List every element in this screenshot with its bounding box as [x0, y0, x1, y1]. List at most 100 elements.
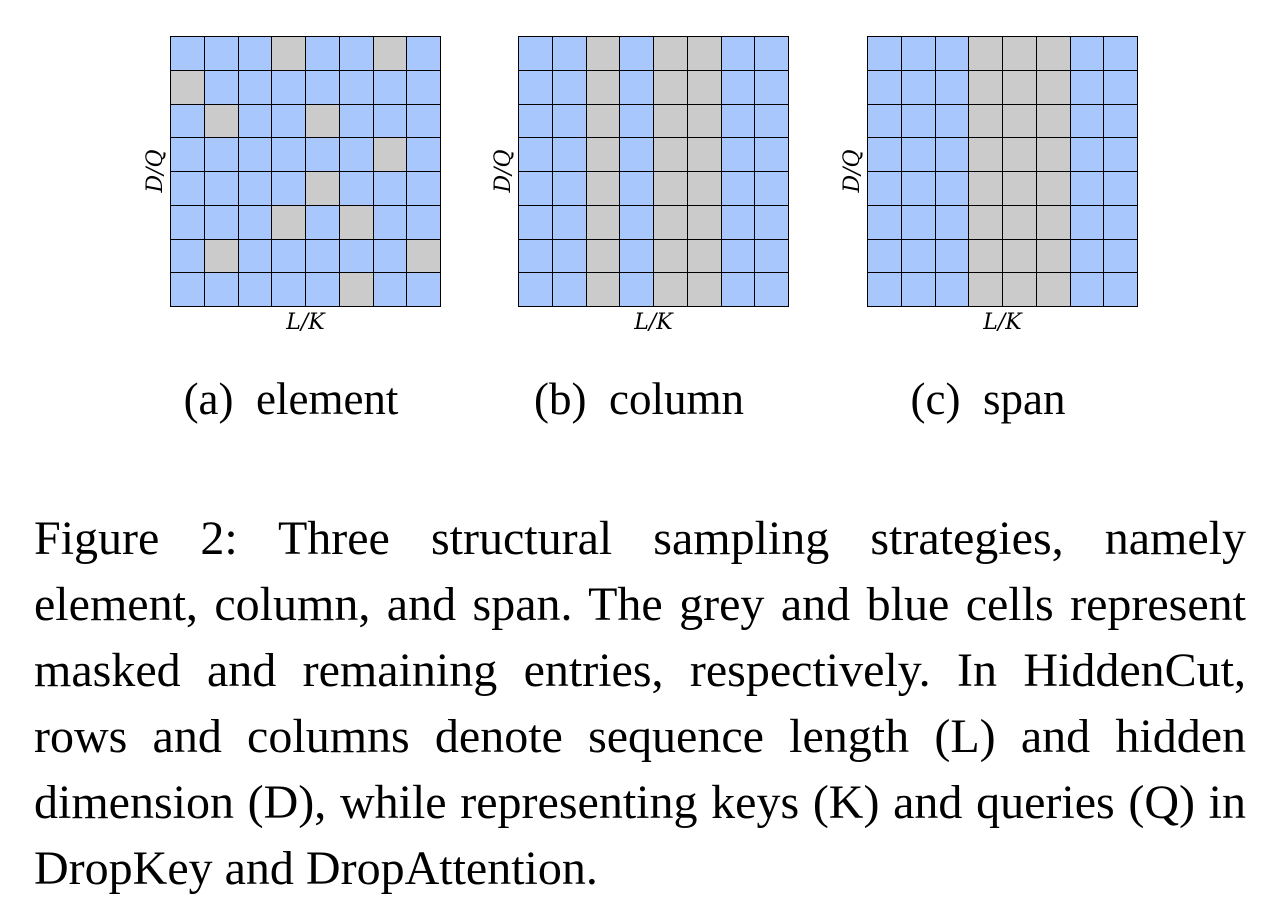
remaining-cell: [171, 138, 205, 172]
remaining-cell: [1070, 273, 1105, 307]
remaining-cell: [238, 172, 273, 206]
remaining-cell: [339, 138, 374, 172]
remaining-cell: [204, 172, 239, 206]
remaining-cell: [721, 70, 756, 105]
remaining-cell: [171, 37, 205, 71]
remaining-cell: [552, 37, 587, 71]
remaining-cell: [238, 239, 273, 274]
remaining-cell: [552, 104, 587, 139]
masked-cell: [407, 239, 441, 274]
remaining-cell: [1104, 172, 1138, 206]
remaining-cell: [935, 172, 970, 206]
remaining-cell: [620, 70, 654, 105]
masked-cell: [586, 239, 621, 274]
remaining-cell: [204, 138, 239, 172]
remaining-cell: [339, 104, 374, 139]
masked-cell: [339, 273, 374, 307]
remaining-cell: [868, 70, 902, 105]
remaining-cell: [1070, 138, 1105, 172]
masked-cell: [586, 172, 621, 206]
remaining-cell: [407, 172, 441, 206]
remaining-cell: [272, 70, 306, 105]
remaining-cell: [620, 172, 654, 206]
remaining-cell: [1070, 70, 1105, 105]
remaining-cell: [755, 138, 789, 172]
remaining-cell: [373, 205, 408, 240]
remaining-cell: [755, 205, 789, 240]
masked-cell: [654, 239, 688, 274]
remaining-cell: [901, 205, 936, 240]
remaining-cell: [620, 273, 654, 307]
masked-cell: [204, 239, 239, 274]
masked-cell: [1036, 273, 1071, 307]
remaining-cell: [868, 205, 902, 240]
xlabel-column: L/K: [634, 310, 673, 335]
remaining-cell: [373, 172, 408, 206]
remaining-cell: [721, 138, 756, 172]
masked-cell: [1003, 205, 1037, 240]
remaining-cell: [306, 273, 340, 307]
remaining-cell: [519, 104, 553, 139]
masked-cell: [306, 104, 340, 139]
masked-cell: [306, 172, 340, 206]
remaining-cell: [373, 239, 408, 274]
remaining-cell: [171, 104, 205, 139]
remaining-cell: [935, 37, 970, 71]
remaining-cell: [721, 239, 756, 274]
masked-cell: [1036, 70, 1071, 105]
masked-cell: [969, 70, 1003, 105]
remaining-cell: [373, 273, 408, 307]
masked-cell: [687, 37, 722, 71]
masked-cell: [654, 70, 688, 105]
remaining-cell: [1104, 205, 1138, 240]
remaining-cell: [1104, 70, 1138, 105]
mask-grid-span: [867, 36, 1138, 307]
remaining-cell: [901, 273, 936, 307]
masked-cell: [969, 104, 1003, 139]
remaining-cell: [171, 273, 205, 307]
remaining-cell: [620, 239, 654, 274]
remaining-cell: [935, 138, 970, 172]
remaining-cell: [755, 37, 789, 71]
masked-cell: [373, 138, 408, 172]
remaining-cell: [935, 70, 970, 105]
masked-cell: [1003, 172, 1037, 206]
remaining-cell: [901, 138, 936, 172]
masked-cell: [204, 104, 239, 139]
figure-caption: Figure 2: Three structural sampling stra…: [34, 506, 1246, 902]
remaining-cell: [755, 273, 789, 307]
masked-cell: [654, 205, 688, 240]
remaining-cell: [339, 172, 374, 206]
remaining-cell: [721, 37, 756, 71]
remaining-cell: [755, 70, 789, 105]
remaining-cell: [171, 239, 205, 274]
remaining-cell: [238, 205, 273, 240]
masked-cell: [654, 172, 688, 206]
remaining-cell: [868, 172, 902, 206]
masked-cell: [1003, 37, 1037, 71]
remaining-cell: [339, 239, 374, 274]
masked-cell: [969, 273, 1003, 307]
remaining-cell: [1070, 104, 1105, 139]
remaining-cell: [373, 70, 408, 105]
masked-cell: [654, 273, 688, 307]
remaining-cell: [204, 70, 239, 105]
remaining-cell: [935, 239, 970, 274]
remaining-cell: [339, 70, 374, 105]
masked-cell: [969, 37, 1003, 71]
masked-cell: [586, 205, 621, 240]
masked-cell: [586, 70, 621, 105]
remaining-cell: [519, 205, 553, 240]
remaining-cell: [1104, 37, 1138, 71]
remaining-cell: [407, 104, 441, 139]
masked-cell: [586, 37, 621, 71]
remaining-cell: [407, 138, 441, 172]
masked-cell: [969, 172, 1003, 206]
sublabel-element: (a) element: [183, 374, 399, 424]
masked-cell: [687, 239, 722, 274]
remaining-cell: [1104, 273, 1138, 307]
remaining-cell: [171, 172, 205, 206]
remaining-cell: [171, 205, 205, 240]
remaining-cell: [901, 239, 936, 274]
remaining-cell: [238, 37, 273, 71]
